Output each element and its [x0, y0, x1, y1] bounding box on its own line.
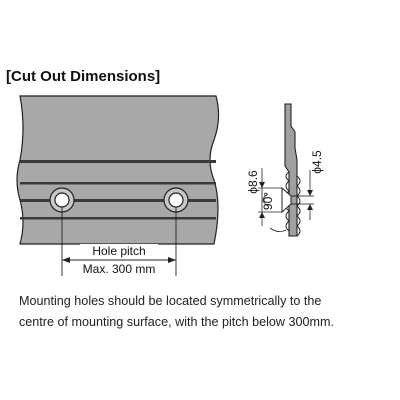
rail-groove-bottom	[20, 217, 216, 220]
mounting-note: Mounting holes should be located symmetr…	[19, 291, 391, 333]
hole-pitch-dimension	[62, 257, 176, 263]
inner-diameter-label: ϕ4.5	[310, 150, 324, 174]
hole-pitch-label: Hole pitch	[92, 244, 145, 258]
max-pitch-label: Max. 300 mm	[83, 262, 156, 276]
mounting-note-line1: Mounting holes should be located symmetr…	[19, 294, 322, 308]
rail-front-view: Hole pitch Max. 300 mm	[16, 95, 220, 276]
rail-groove-lower	[20, 199, 216, 202]
mounting-hole-left	[49, 187, 75, 213]
outer-diameter-label: ϕ8.6	[246, 170, 260, 194]
rail-groove-top	[20, 160, 216, 163]
rail-profile	[284, 103, 298, 237]
countersink-hole	[281, 186, 302, 214]
rail-body	[16, 95, 220, 245]
mounting-note-line2: centre of mounting surface, with the pit…	[19, 315, 335, 329]
countersink-angle-label: 90°	[261, 192, 275, 210]
rail-groove-upper	[20, 182, 216, 185]
section-title: [Cut Out Dimensions]	[6, 68, 161, 85]
rail-profile-view: ϕ8.6 ϕ4.5 90°	[246, 103, 324, 237]
